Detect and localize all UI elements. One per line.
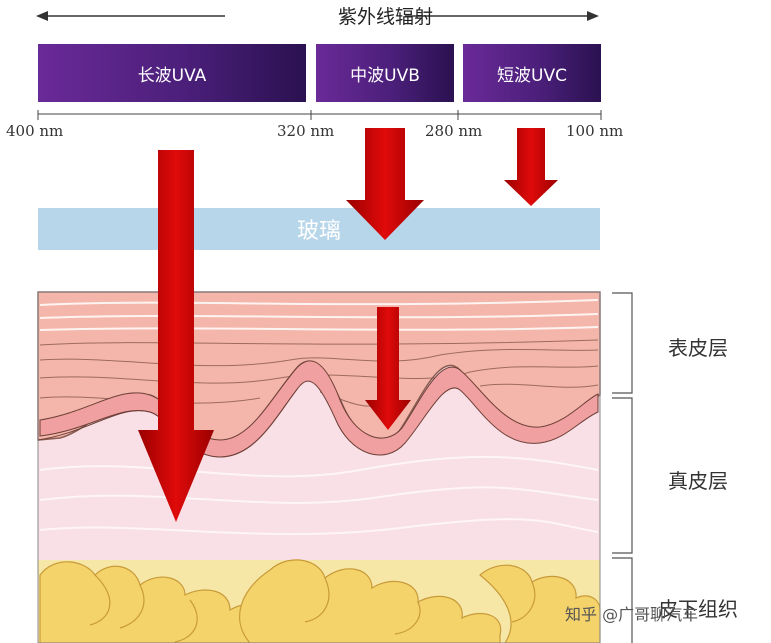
uvb-skin-arrow <box>365 307 411 430</box>
band-uvc: 短波UVC <box>463 44 601 102</box>
uvc-arrow <box>504 128 558 206</box>
label-epidermis: 表皮层 <box>668 336 728 360</box>
diagram-title: 紫外线辐射 <box>337 6 433 28</box>
label-subcutaneous: 皮下组织 <box>658 597 738 621</box>
tick-280: 280 nm <box>425 122 483 140</box>
watermark: 知乎 @广哥聊汽车 <box>565 605 699 624</box>
tick-400: 400 nm <box>6 122 64 140</box>
label-dermis: 真皮层 <box>668 469 728 493</box>
tick-100: 100 nm <box>566 122 624 140</box>
double-arrow-icon <box>36 11 599 21</box>
wavelength-scale <box>37 110 602 120</box>
title-arrow <box>0 0 771 32</box>
uva-arrow <box>138 150 214 522</box>
tick-320: 320 nm <box>277 122 335 140</box>
band-uva: 长波UVA <box>38 44 306 102</box>
uvb-arrow <box>346 128 424 240</box>
band-uvb: 中波UVB <box>316 44 454 102</box>
glass-pane: 玻璃 <box>38 208 600 250</box>
